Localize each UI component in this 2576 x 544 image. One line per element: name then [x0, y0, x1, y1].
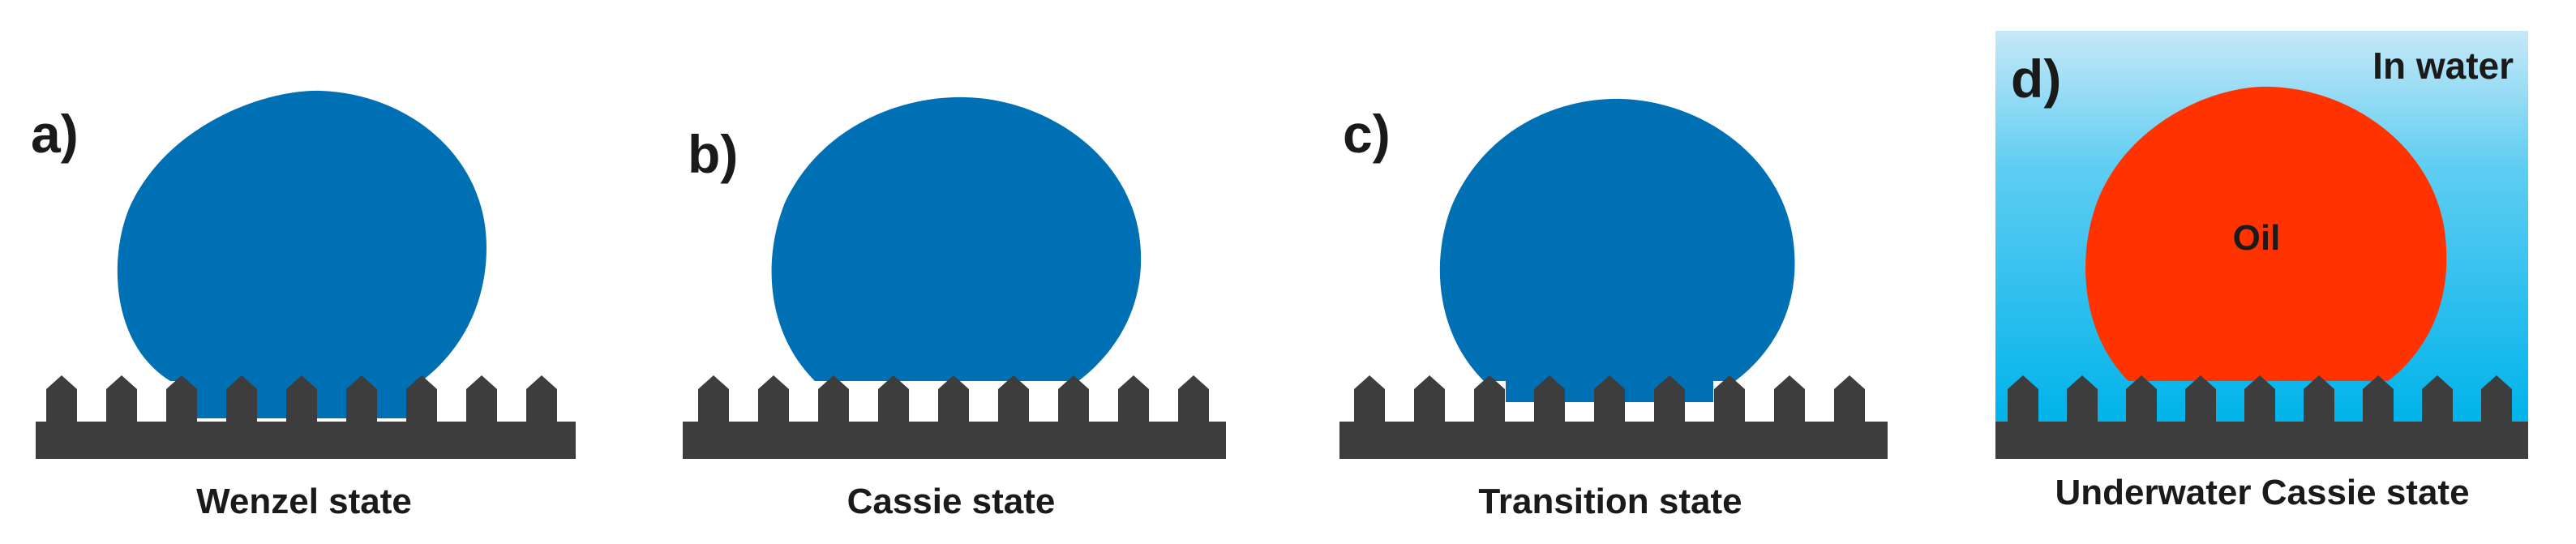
- substrate-pillars: [1339, 375, 1888, 459]
- water-droplet: [771, 96, 1142, 381]
- panel-transition: c) Transition state: [1339, 98, 1888, 521]
- panel-letter: b): [688, 124, 738, 184]
- droplet-label: Oil: [2233, 218, 2281, 258]
- panel-letter: a): [31, 104, 79, 164]
- panel-caption: Underwater Cassie state: [2055, 473, 2469, 512]
- oil-droplet: [2085, 86, 2447, 381]
- panel-cassie: b) Cassie state: [683, 96, 1226, 521]
- substrate-pillars: [1995, 375, 2528, 459]
- panel-caption: Wenzel state: [196, 482, 412, 521]
- panel-caption: Transition state: [1478, 482, 1742, 521]
- water-droplet: [1439, 98, 1795, 402]
- environment-label: In water: [2372, 45, 2514, 87]
- panel-wenzel: a) Wenzel state: [31, 90, 576, 521]
- substrate-pillars: [683, 375, 1226, 459]
- panel-letter: d): [2011, 49, 2061, 109]
- substrate-pillars: [36, 375, 576, 459]
- panel-letter: c): [1343, 104, 1391, 164]
- water-droplet: [117, 90, 486, 418]
- panel-caption: Cassie state: [847, 482, 1056, 521]
- panel-underwater-cassie: d) In water Oil Underwater Cassie state: [1995, 31, 2528, 512]
